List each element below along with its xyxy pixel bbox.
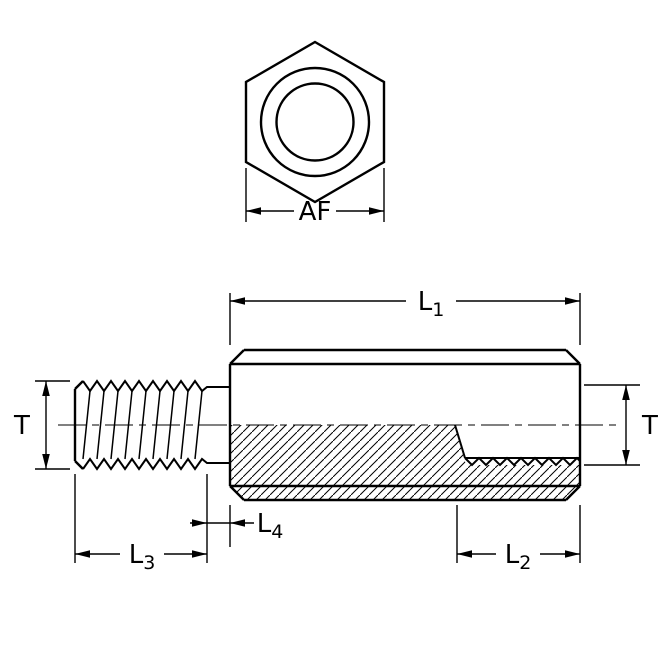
dim-t-right: T [584, 384, 658, 466]
af-extension-lines [245, 168, 385, 222]
arrowhead-up [42, 381, 50, 396]
dim-l3: L3 [74, 474, 208, 574]
dim-l2: L2 [456, 505, 581, 574]
arrowhead-right [192, 519, 207, 527]
arrowhead-left [230, 519, 245, 527]
dim-l1-label: L1 [418, 287, 445, 321]
dim-af-label: AF [299, 197, 332, 227]
female-thread [454, 424, 581, 467]
arrowhead-down [42, 454, 50, 469]
dim-l2-label: L2 [505, 540, 532, 574]
male-thread-bottom [82, 457, 230, 471]
dim-l4-label: L4 [257, 509, 284, 543]
t-right-extension-lines [584, 384, 640, 466]
thread-outer-circle [259, 66, 371, 178]
l3-extension-lines [74, 474, 208, 563]
hexagon-outline [244, 40, 386, 204]
dim-t-left: T [13, 380, 70, 470]
male-thread-top [82, 379, 230, 393]
dim-l4: L4 [190, 505, 283, 547]
t-left-extension-lines [35, 380, 70, 470]
arrowhead-left [246, 207, 261, 215]
arrowhead-left [457, 550, 472, 558]
arrowhead-left [230, 297, 245, 305]
arrowhead-up [622, 385, 630, 400]
dim-l3-label: L3 [129, 540, 156, 574]
dim-t-right-label: T [641, 411, 658, 441]
arrowhead-right [369, 207, 384, 215]
top-view: AF [244, 40, 386, 227]
section-hatching [230, 425, 580, 500]
drill-cone [454, 424, 466, 459]
dim-t-left-label: T [13, 411, 30, 441]
arrowhead-right [565, 297, 580, 305]
side-view: L1 T T L3 L4 [13, 287, 658, 574]
dim-l1: L1 [229, 287, 581, 345]
arrowhead-right [565, 550, 580, 558]
arrowhead-down [622, 450, 630, 465]
arrowhead-left [75, 550, 90, 558]
thread-inner-circle [275, 82, 355, 162]
female-thread-profile [464, 456, 581, 467]
dim-af: AF [245, 168, 385, 227]
arrowhead-right [192, 550, 207, 558]
